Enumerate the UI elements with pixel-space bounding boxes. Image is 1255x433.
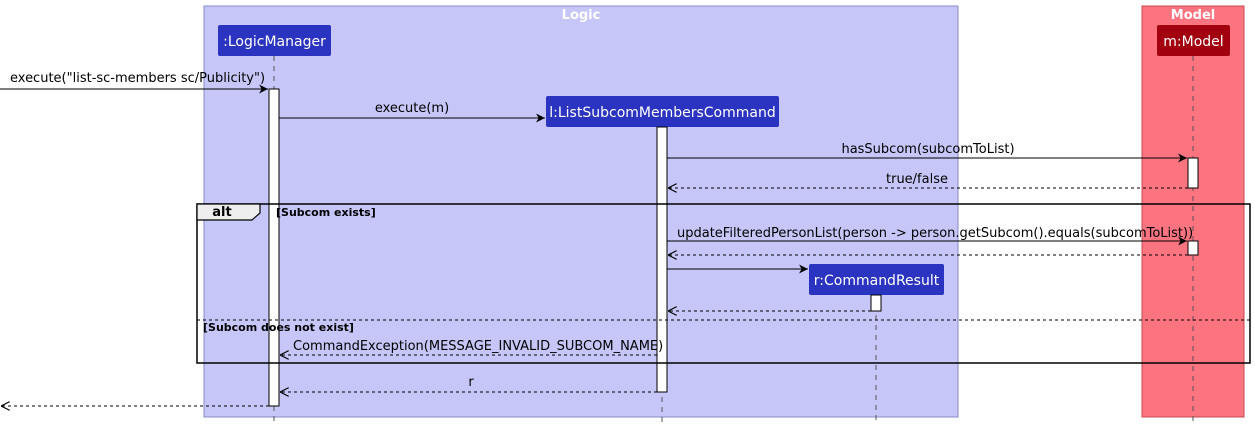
alt-guard-exists: [Subcom exists] <box>276 206 376 219</box>
msg-has-subcom-label: hasSubcom(subcomToList) <box>841 142 1014 157</box>
msg-execute-m-label: execute(m) <box>375 101 449 116</box>
participant-command <box>546 96 779 127</box>
activation-logic-manager <box>268 88 280 407</box>
alt-fragment <box>196 203 1251 364</box>
participant-model-label: m:Model <box>1163 34 1223 50</box>
model-box-title: Model <box>1171 8 1215 23</box>
logic-box <box>203 5 959 418</box>
msg-execute-input-label: execute("list-sc-members sc/Publicity") <box>10 71 265 86</box>
logic-box-title: Logic <box>562 8 601 23</box>
msg-update-filtered-label: updateFilteredPersonList(person -> perso… <box>677 226 1193 241</box>
participant-logic-manager-label: :LogicManager <box>223 34 326 50</box>
participant-model <box>1157 25 1230 56</box>
activation-model-1 <box>1187 157 1199 189</box>
participant-command-label: l:ListSubcomMembersCommand <box>549 105 775 121</box>
alt-guard-not-exists: [Subcom does not exist] <box>203 321 354 334</box>
participant-logic-manager <box>218 25 331 56</box>
alt-fragment-tab <box>196 203 261 221</box>
msg-command-exception-label: CommandException(MESSAGE_INVALID_SUBCOM_… <box>293 339 663 354</box>
participant-command-result <box>809 264 944 295</box>
participant-command-result-label: r:CommandResult <box>814 273 940 289</box>
msg-return-r-label: r <box>468 375 474 390</box>
msg-true-false-label: true/false <box>886 172 948 187</box>
alt-fragment-label: alt <box>212 205 231 220</box>
activation-command-result <box>870 294 882 312</box>
activation-command <box>656 126 668 393</box>
activation-model-2 <box>1187 240 1199 256</box>
